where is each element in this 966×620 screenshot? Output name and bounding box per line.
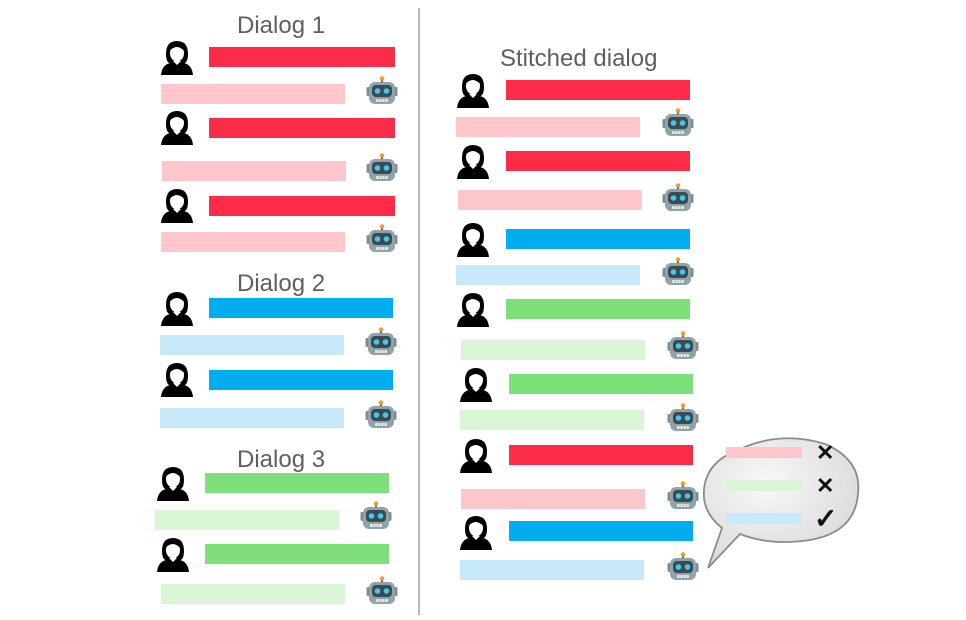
user-message-bar [209,196,395,216]
user-avatar-icon [456,220,490,263]
checkmark-icon: ✓ [814,503,838,534]
bot-message-bar [460,410,644,430]
bubble-red-swatch [726,447,802,458]
robot-icon [360,501,392,536]
robot-icon [366,224,398,259]
user-message-bar [209,118,395,138]
user-message-bar [205,473,389,493]
user-message-bar [506,229,690,249]
user-avatar-icon [160,186,194,229]
bot-message-bar [460,560,644,580]
robot-icon [366,76,398,111]
user-avatar-icon [160,38,194,81]
robot-icon [662,108,694,143]
cross-icon: ✕ [816,440,835,465]
user-avatar-icon [160,108,194,151]
robot-icon [366,153,398,188]
user-avatar-icon [156,464,190,507]
user-message-bar [205,544,389,564]
user-avatar-icon [160,360,194,403]
user-avatar-icon [456,71,490,114]
user-avatar-icon [459,365,493,408]
bot-message-bar [456,117,640,137]
speech-bubble [702,437,860,569]
bot-message-bar [461,489,645,509]
bot-message-bar [161,584,345,604]
robot-icon [667,331,699,366]
user-avatar-icon [456,142,490,185]
bot-message-bar [162,161,346,181]
bot-message-bar [160,408,344,428]
bot-message-bar [456,265,640,285]
robot-icon [365,327,397,362]
dialog-1-title: Dialog 1 [237,12,326,39]
stitched-dialog-title: Stitched dialog [500,45,658,72]
user-avatar-icon [160,289,194,332]
robot-icon [667,481,699,516]
bubble-green-swatch [726,480,802,491]
user-message-bar [509,374,693,394]
robot-icon [366,576,398,611]
user-avatar-icon [156,535,190,578]
column-divider [418,8,420,615]
user-avatar-icon [459,513,493,556]
user-message-bar [506,80,690,100]
dialog-2-title: Dialog 2 [237,270,326,297]
bot-message-bar [458,190,642,210]
robot-icon [662,183,694,218]
user-message-bar [506,151,690,171]
bubble-blue-swatch [726,513,802,524]
user-message-bar [509,445,693,465]
robot-icon [365,400,397,435]
bot-message-bar [161,84,345,104]
robot-icon [667,403,699,438]
bot-message-bar [160,335,344,355]
user-message-bar [209,370,393,390]
bot-message-bar [155,510,339,530]
dialog-3-title: Dialog 3 [237,446,326,473]
robot-icon [667,552,699,587]
bot-message-bar [161,232,345,252]
user-message-bar [506,299,690,319]
cross-icon: ✕ [816,473,835,498]
user-message-bar [209,298,393,318]
robot-icon [662,257,694,292]
user-message-bar [209,47,395,67]
user-avatar-icon [456,290,490,333]
user-avatar-icon [459,436,493,479]
user-message-bar [509,521,693,541]
bot-message-bar [461,340,645,360]
